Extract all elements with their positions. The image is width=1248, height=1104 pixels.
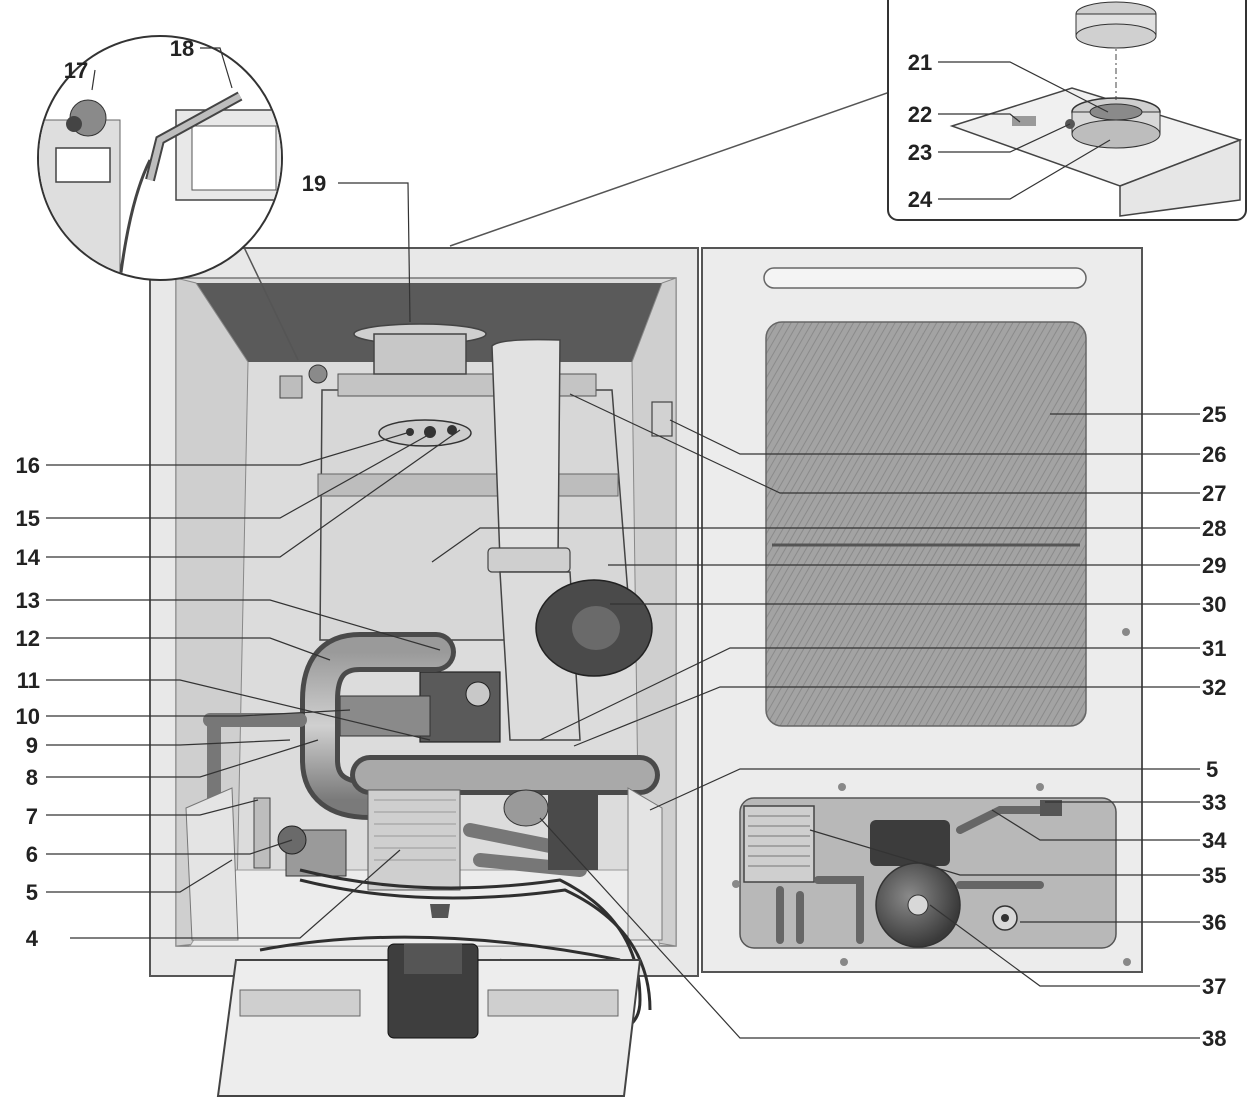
callout-37: 37: [1202, 974, 1226, 999]
inspection-window: [765, 321, 1087, 727]
pipework: [203, 632, 660, 877]
callout-12: 12: [16, 626, 40, 651]
detail-inset-air-vent: [37, 35, 299, 361]
callout-19: 19: [302, 171, 326, 196]
callout-11: 11: [17, 668, 40, 693]
callout-25: 25: [1202, 402, 1226, 427]
callout-28: 28: [1202, 516, 1226, 541]
callout-6: 6: [26, 842, 38, 867]
callout-22: 22: [908, 102, 932, 127]
callout-7: 7: [26, 804, 38, 829]
callout-15: 15: [16, 506, 40, 531]
callout-21: 21: [908, 50, 932, 75]
callout-36: 36: [1202, 910, 1226, 935]
callout-13: 13: [16, 588, 40, 613]
callout-29: 29: [1202, 553, 1226, 578]
callout-labels: 4 5 6 7 8 9 10 11 12 13 14 15 16 17 18 1…: [16, 36, 1228, 1051]
plate-heat-exchanger: [743, 805, 815, 883]
callout-23: 23: [908, 140, 932, 165]
callout-26: 26: [1202, 442, 1226, 467]
callout-27: 27: [1202, 481, 1226, 506]
leader-lines: [46, 47, 1200, 1039]
callout-38: 38: [1202, 1026, 1226, 1051]
callout-5-left: 5: [26, 880, 38, 905]
detail-inset-flue-adapter: [449, 0, 1247, 247]
boiler-side-unit: [701, 247, 1143, 973]
callout-31: 31: [1202, 636, 1226, 661]
fan-assembly: [487, 338, 653, 741]
callout-14: 14: [16, 545, 41, 570]
control-panel-tray: [216, 943, 642, 1097]
callout-8: 8: [26, 765, 38, 790]
callout-34: 34: [1202, 828, 1227, 853]
callout-30: 30: [1202, 592, 1226, 617]
callout-18: 18: [170, 36, 194, 61]
callout-33: 33: [1202, 790, 1226, 815]
callout-16: 16: [16, 453, 40, 478]
callout-5-right: 5: [1206, 757, 1218, 782]
gas-valve: [339, 671, 501, 743]
callout-4: 4: [26, 926, 39, 951]
callout-32: 32: [1202, 675, 1226, 700]
callout-9: 9: [26, 733, 38, 758]
callout-17: 17: [64, 58, 88, 83]
callout-10: 10: [16, 704, 40, 729]
callout-24: 24: [908, 187, 933, 212]
callout-35: 35: [1202, 863, 1226, 888]
lower-components: [185, 787, 663, 941]
